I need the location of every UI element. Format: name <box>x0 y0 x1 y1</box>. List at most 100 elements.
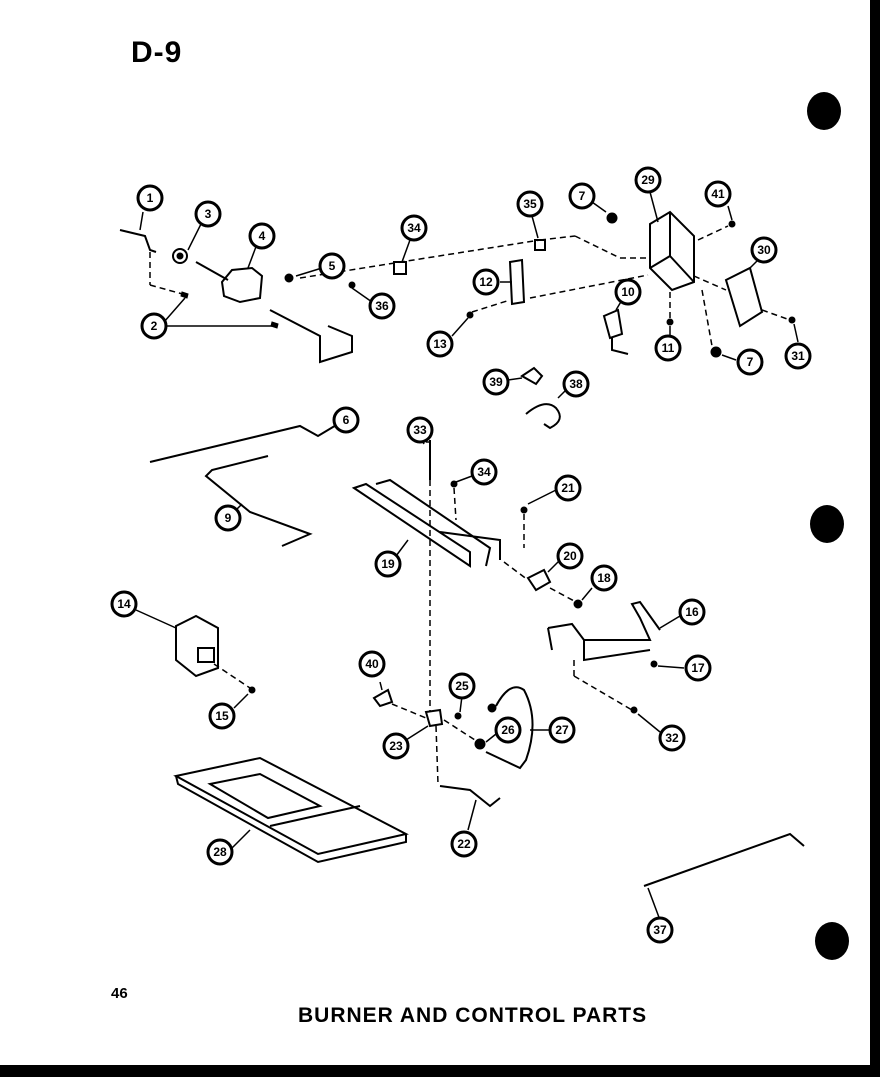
svg-text:22: 22 <box>457 837 471 851</box>
callout-35: 35 <box>516 190 544 218</box>
callout-16: 16 <box>678 598 706 626</box>
callout-30: 30 <box>750 236 778 264</box>
callout-9: 9 <box>214 504 242 532</box>
callout-34-top: 34 <box>400 214 428 242</box>
part-screw-17 <box>650 660 658 668</box>
svg-text:38: 38 <box>569 377 583 391</box>
part-screw-31 <box>788 316 796 324</box>
part-gas-valve-14 <box>175 614 219 678</box>
svg-text:10: 10 <box>621 285 635 299</box>
part-screw-21 <box>520 506 528 514</box>
part-clip-38 <box>525 403 561 430</box>
callout-37: 37 <box>646 916 674 944</box>
svg-text:39: 39 <box>489 375 503 389</box>
callout-13: 13 <box>426 330 454 358</box>
svg-text:12: 12 <box>479 275 493 289</box>
svg-text:7: 7 <box>747 355 754 369</box>
scan-border-right <box>870 0 880 1077</box>
page-number: 46 <box>111 985 128 1002</box>
callout-36: 36 <box>368 292 396 320</box>
callout-40: 40 <box>358 650 386 678</box>
callout-4: 4 <box>248 222 276 250</box>
part-wire-9 <box>204 455 313 547</box>
diagram-caption: BURNER AND CONTROL PARTS <box>298 1004 648 1027</box>
svg-text:18: 18 <box>597 571 611 585</box>
svg-text:15: 15 <box>215 709 229 723</box>
callout-20: 20 <box>556 542 584 570</box>
svg-text:35: 35 <box>523 197 537 211</box>
svg-text:37: 37 <box>653 923 667 937</box>
scan-border-bottom <box>0 1065 880 1077</box>
svg-text:27: 27 <box>555 723 569 737</box>
svg-text:26: 26 <box>501 723 515 737</box>
part-screw-36 <box>348 281 356 289</box>
svg-text:23: 23 <box>389 739 403 753</box>
part-nut-7b <box>710 346 722 358</box>
callout-6: 6 <box>332 406 360 434</box>
part-fitting-25 <box>454 712 462 720</box>
punch-hole-bottom <box>815 922 849 960</box>
callout-32: 32 <box>658 724 686 752</box>
part-bracket-1 <box>119 229 157 253</box>
svg-text:32: 32 <box>665 731 679 745</box>
svg-text:34: 34 <box>477 465 491 479</box>
svg-text:2: 2 <box>151 319 158 333</box>
callout-5: 5 <box>318 252 346 280</box>
part-tray-28 <box>173 756 409 856</box>
svg-text:3: 3 <box>205 207 212 221</box>
part-orifice-20 <box>526 568 552 592</box>
svg-text:19: 19 <box>381 557 395 571</box>
part-cover-30 <box>724 266 764 328</box>
callout-17: 17 <box>684 654 712 682</box>
svg-text:31: 31 <box>791 349 805 363</box>
callout-26: 26 <box>494 716 522 744</box>
svg-text:33: 33 <box>413 423 427 437</box>
callout-18: 18 <box>590 564 618 592</box>
part-screw-11 <box>666 318 674 326</box>
svg-text:25: 25 <box>455 679 469 693</box>
part-screw-2 <box>180 291 189 299</box>
svg-text:11: 11 <box>662 341 675 355</box>
part-screw-15 <box>248 686 256 694</box>
svg-text:34: 34 <box>407 221 421 235</box>
part-control-box-29 <box>649 210 695 292</box>
callout-7-top: 7 <box>568 182 596 210</box>
svg-text:4: 4 <box>259 229 266 243</box>
callout-28: 28 <box>206 838 234 866</box>
part-clip-34 <box>393 261 407 275</box>
svg-text:16: 16 <box>685 605 699 619</box>
page-title: D-9 <box>131 36 183 69</box>
callout-39: 39 <box>482 368 510 396</box>
part-valve-bracket <box>269 309 353 364</box>
callout-1: 1 <box>136 184 164 212</box>
callout-14: 14 <box>110 590 138 618</box>
svg-text:14: 14 <box>117 597 131 611</box>
callout-23: 23 <box>382 732 410 760</box>
part-rod-37 <box>643 832 805 887</box>
part-screw-13 <box>466 311 474 319</box>
svg-text:30: 30 <box>757 243 771 257</box>
callout-12: 12 <box>472 268 500 296</box>
part-fitting-26 <box>474 738 486 750</box>
svg-text:6: 6 <box>343 413 350 427</box>
punch-hole-top <box>807 92 841 130</box>
callout-21: 21 <box>554 474 582 502</box>
svg-text:13: 13 <box>433 337 447 351</box>
callout-41: 41 <box>704 180 732 208</box>
callout-27: 27 <box>548 716 576 744</box>
svg-text:29: 29 <box>641 173 655 187</box>
svg-text:1: 1 <box>147 191 154 205</box>
part-nut-7 <box>606 212 618 224</box>
callout-31: 31 <box>784 342 812 370</box>
callout-33: 33 <box>406 416 434 444</box>
part-switch-10 <box>602 308 624 340</box>
callout-25: 25 <box>448 672 476 700</box>
part-screw-32 <box>630 706 638 714</box>
callout-11: 11 <box>654 334 682 362</box>
svg-text:41: 41 <box>711 187 725 201</box>
part-screw-34b <box>450 480 458 488</box>
part-clip-35 <box>534 239 546 251</box>
svg-text:9: 9 <box>225 511 232 525</box>
